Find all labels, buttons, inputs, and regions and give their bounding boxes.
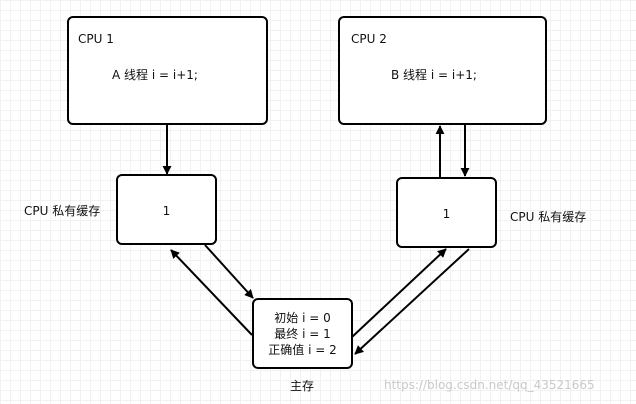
arrow-cache-left-to-memory [204,244,254,299]
watermark: https://blog.csdn.net/qq_43521665 [384,378,595,392]
cpu1-title: CPU 1 [78,32,114,46]
arrow-memory-to-cache-right [351,248,447,338]
memory-box: 初始 i = 0 最终 i = 1 正确值 i = 2 [252,298,353,369]
cpu2-code: B 线程 i = i+1; [391,68,477,82]
cpu1-code: A 线程 i = i+1; [112,68,198,82]
cache-right-value: 1 [442,207,451,221]
memory-label: 主存 [290,379,315,393]
cache-right-label: CPU 私有缓存 [510,210,587,224]
cpu1-box: CPU 1 A 线程 i = i+1; [67,16,268,125]
memory-initial: 初始 i = 0 [274,311,331,325]
cpu2-title: CPU 2 [351,32,387,46]
cache-left-value: 1 [162,204,171,218]
memory-values: 初始 i = 0 最终 i = 1 正确值 i = 2 [254,310,351,358]
memory-expected: 正确值 i = 2 [268,343,337,357]
cpu2-box: CPU 2 B 线程 i = i+1; [338,16,547,125]
arrow-memory-to-cache-left [170,249,253,336]
memory-final: 最终 i = 1 [274,327,331,341]
cache-right-box: 1 [396,177,497,248]
arrow-cache-right-to-memory [354,248,470,355]
cache-left-label: CPU 私有缓存 [24,204,101,218]
cache-left-box: 1 [116,174,217,245]
